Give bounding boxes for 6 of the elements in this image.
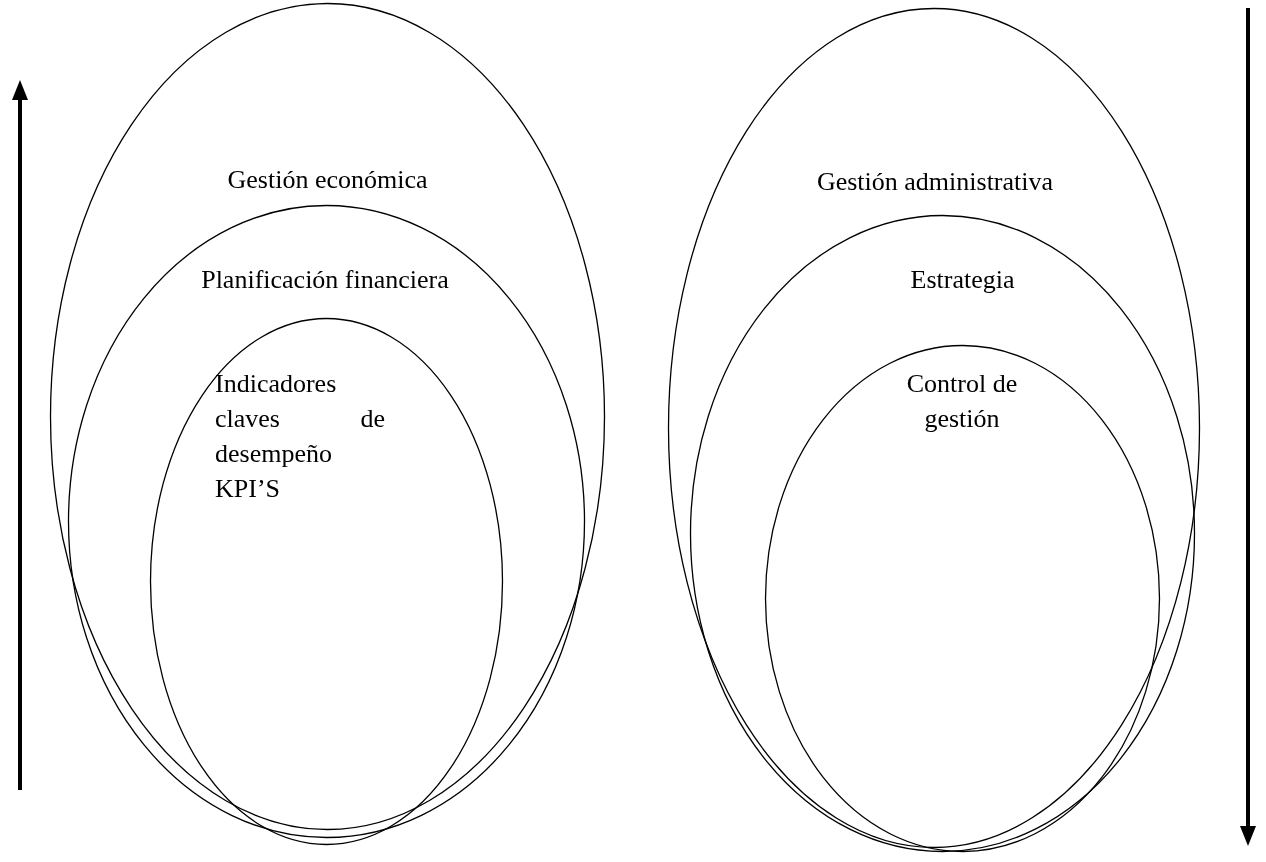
- node-label: Gestión económica: [226, 164, 429, 196]
- node-label: Estrategia: [909, 264, 1016, 296]
- node-label: Planificación financiera: [200, 264, 450, 296]
- node-label: Gestión administrativa: [815, 166, 1055, 198]
- node-label: Control de gestión: [905, 368, 1019, 435]
- node-label: Indicadores claves de desempeño KPI’S: [215, 368, 385, 505]
